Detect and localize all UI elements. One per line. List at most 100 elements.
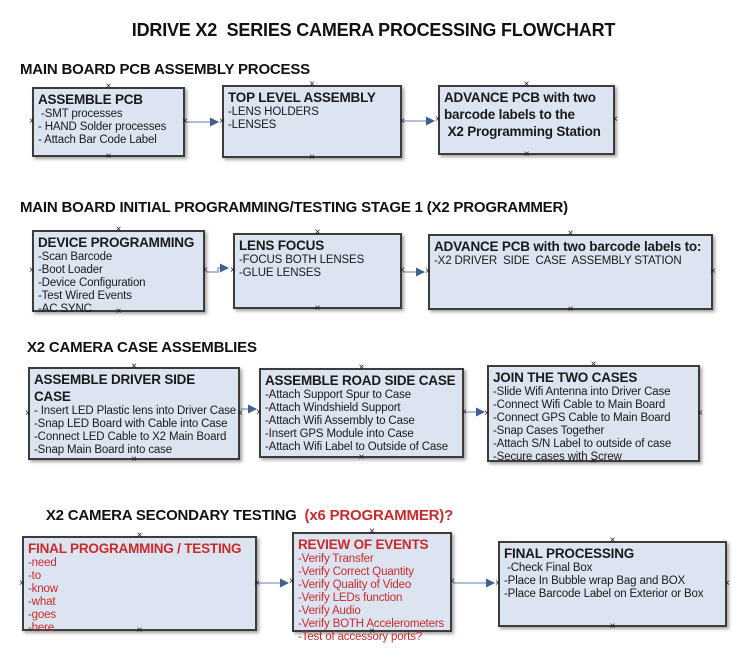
- box-item: -Insert GPS Module into Case: [265, 428, 414, 440]
- box-item: -GLUE LENSES: [239, 267, 321, 279]
- section-header-case-assemblies: X2 CAMERA CASE ASSEMBLIES: [27, 339, 257, 356]
- connection-handle-icon: ×: [256, 407, 262, 418]
- box-item: -Connect LED Cable to X2 Main Board: [34, 431, 227, 443]
- process-box-lens-focus[interactable]: LENS FOCUS-FOCUS BOTH LENSES-GLUE LENSES…: [230, 228, 405, 314]
- box-item: -need: [28, 557, 57, 569]
- box-item: -know: [28, 583, 58, 595]
- box-item: -Verify BOTH Accelerometers: [298, 618, 445, 630]
- box-item: -Connect Wifi Cable to Main Board: [493, 399, 666, 411]
- box-item: -Verify Transfer: [298, 553, 374, 565]
- box-title-device-programming: DEVICE PROGRAMMING: [38, 235, 195, 250]
- box-item: -Verify Quality of Video: [298, 579, 412, 591]
- process-box-assemble-road-side-case[interactable]: ASSEMBLE ROAD SIDE CASE-Attach Support S…: [256, 363, 467, 463]
- connection-handle-icon: ×: [237, 407, 243, 419]
- box-item: -AC SYNC: [38, 303, 92, 315]
- connection-handle-icon: ×: [724, 578, 730, 589]
- connection-handle-icon: ×: [399, 265, 405, 276]
- box-item: -Test of accessory ports?: [298, 631, 423, 643]
- connection-handle-icon: ×: [710, 266, 716, 277]
- box-item: -Snap Main Board into case: [34, 444, 173, 456]
- box-item: -Attach Wifi Assembly to Case: [265, 415, 415, 427]
- box-item: -Attach Windshield Support: [265, 402, 401, 414]
- process-box-final-programming-testing[interactable]: FINAL PROGRAMMING / TESTING-need-to-know…: [19, 531, 260, 636]
- connection-handle-icon: ×: [202, 265, 208, 276]
- process-box-device-programming[interactable]: DEVICE PROGRAMMING-Scan Barcode-Boot Loa…: [29, 225, 208, 317]
- section-header-programmer-question: (x6 PROGRAMMER)?: [300, 507, 454, 524]
- connection-handle-icon: ×: [697, 407, 703, 419]
- box-item: - Insert LED Plastic lens into Driver Ca…: [34, 405, 237, 417]
- connection-handle-icon: ×: [609, 621, 616, 632]
- box-item: -SMT processes: [38, 108, 123, 120]
- connection-handle-icon: ×: [29, 116, 35, 127]
- box-title-advance-pcb-to-driver-side-case: ADVANCE PCB with two barcode labels to:: [434, 239, 702, 254]
- box-item: -Attach Wifi Label to Outside of Case: [265, 441, 449, 453]
- box-item: -Connect GPS Cable to Main Board: [493, 412, 671, 424]
- box-item: -Attach Support Spur to Case: [265, 389, 412, 401]
- connection-handle-icon: ×: [567, 304, 574, 315]
- connection-handle-icon: ×: [230, 265, 236, 276]
- box-title-top-level-assembly: TOP LEVEL ASSEMBLY: [228, 90, 376, 105]
- connection-handle-icon: ×: [425, 266, 431, 277]
- connection-handle-icon: ×: [399, 115, 405, 127]
- process-box-assemble-driver-side-case[interactable]: ASSEMBLE DRIVER SIDE CASE- Insert LED Pl…: [25, 362, 243, 465]
- process-box-advance-pcb-to-programming-station[interactable]: ADVANCE PCB with two barcode labels to t…: [435, 80, 618, 160]
- box-item: -here: [28, 622, 55, 634]
- connection-handle-icon: ×: [25, 407, 31, 419]
- box-title-assemble-pcb: ASSEMBLE PCB: [38, 92, 143, 107]
- box-item: -Place Barcode Label on Exterior or Box: [504, 588, 704, 600]
- process-box-join-the-two-cases[interactable]: JOIN THE TWO CASES-Slide Wifi Antenna in…: [484, 360, 703, 467]
- box-item: -Secure cases with Screw: [493, 451, 622, 463]
- box-item: -Device Configuration: [38, 277, 146, 289]
- connection-handle-icon: ×: [309, 152, 315, 163]
- box-item: -Attach S/N Label to outside of case: [493, 438, 672, 450]
- box-item: -Slide Wifi Antenna into Driver Case: [493, 386, 671, 398]
- connection-handle-icon: ×: [182, 116, 188, 127]
- connection-handle-icon: ×: [219, 115, 225, 127]
- section-header-secondary-testing: X2 CAMERA SECONDARY TESTING (x6 PROGRAMM…: [30, 490, 453, 541]
- connection-handle-icon: ×: [19, 577, 25, 589]
- box-item: -LENSES: [228, 119, 277, 131]
- box-item: -Verify Correct Quantity: [298, 566, 414, 578]
- connection-handle-icon: ×: [29, 265, 35, 276]
- process-box-advance-pcb-to-driver-side-case[interactable]: ADVANCE PCB with two barcode labels to:-…: [425, 229, 716, 315]
- connection-handle-icon: ×: [461, 407, 467, 418]
- process-box-final-processing[interactable]: FINAL PROCESSING -Check Final Box -Place …: [495, 536, 730, 632]
- box-item: -Snap LED Board with Cable into Case: [34, 418, 228, 430]
- box-item: -X2 DRIVER SIDE CASE ASSEMBLY STATION: [434, 255, 682, 267]
- box-item: -Verify Audio: [298, 605, 361, 617]
- box-item: -Test Wired Events: [38, 290, 132, 302]
- process-box-top-level-assembly[interactable]: TOP LEVEL ASSEMBLY-LENS HOLDERS-LENSES××…: [219, 80, 405, 163]
- box-title-lens-focus: LENS FOCUS: [239, 238, 325, 253]
- page-title: IDRIVE X2 SERIES CAMERA PROCESSING FLOWC…: [131, 20, 616, 40]
- box-title-review-of-events: REVIEW OF EVENTS: [298, 537, 429, 552]
- connection-handle-icon: ×: [495, 578, 501, 589]
- connection-handle-icon: ×: [314, 303, 321, 314]
- box-title-final-processing: FINAL PROCESSING: [504, 546, 635, 561]
- connection-handle-icon: ×: [254, 577, 260, 589]
- box-item: -Scan Barcode: [38, 251, 113, 263]
- connection-handle-icon: ×: [105, 151, 112, 162]
- box-item: - HAND Solder processes: [38, 121, 167, 133]
- box-item: - Attach Bar Code Label: [38, 134, 157, 146]
- box-title-final-programming-testing: FINAL PROGRAMMING / TESTING: [28, 541, 242, 556]
- box-title-advance-pcb-to-programming-station: ADVANCE PCB with two barcode labels to t…: [444, 90, 601, 139]
- arrow-deviceprog-to-lensfocus: [206, 263, 229, 273]
- section-header-initial-programming: MAIN BOARD INITIAL PROGRAMMING/TESTING S…: [20, 199, 568, 216]
- box-item: -Verify LEDs function: [298, 592, 403, 604]
- process-box-assemble-pcb[interactable]: ASSEMBLE PCB -SMT processes- HAND Solder…: [29, 82, 188, 162]
- section-header-pcb-assembly: MAIN BOARD PCB ASSEMBLY PROCESS: [20, 61, 310, 78]
- process-box-review-of-events[interactable]: REVIEW OF EVENTS-Verify Transfer-Verify …: [289, 527, 455, 644]
- box-item: -Check Final Box: [504, 562, 593, 574]
- connection-handle-icon: ×: [612, 114, 618, 125]
- connection-handle-icon: ×: [449, 576, 455, 587]
- box-item: -Boot Loader: [38, 264, 103, 276]
- connection-handle-icon: ×: [484, 407, 490, 419]
- box-item: -what: [28, 596, 56, 608]
- box-item: -to: [28, 570, 41, 582]
- box-title-assemble-road-side-case: ASSEMBLE ROAD SIDE CASE: [265, 373, 456, 388]
- box-item: -Snap Cases Together: [493, 425, 605, 437]
- box-item: -goes: [28, 609, 57, 621]
- box-item: -FOCUS BOTH LENSES: [239, 254, 365, 266]
- connection-handle-icon: ×: [435, 114, 441, 125]
